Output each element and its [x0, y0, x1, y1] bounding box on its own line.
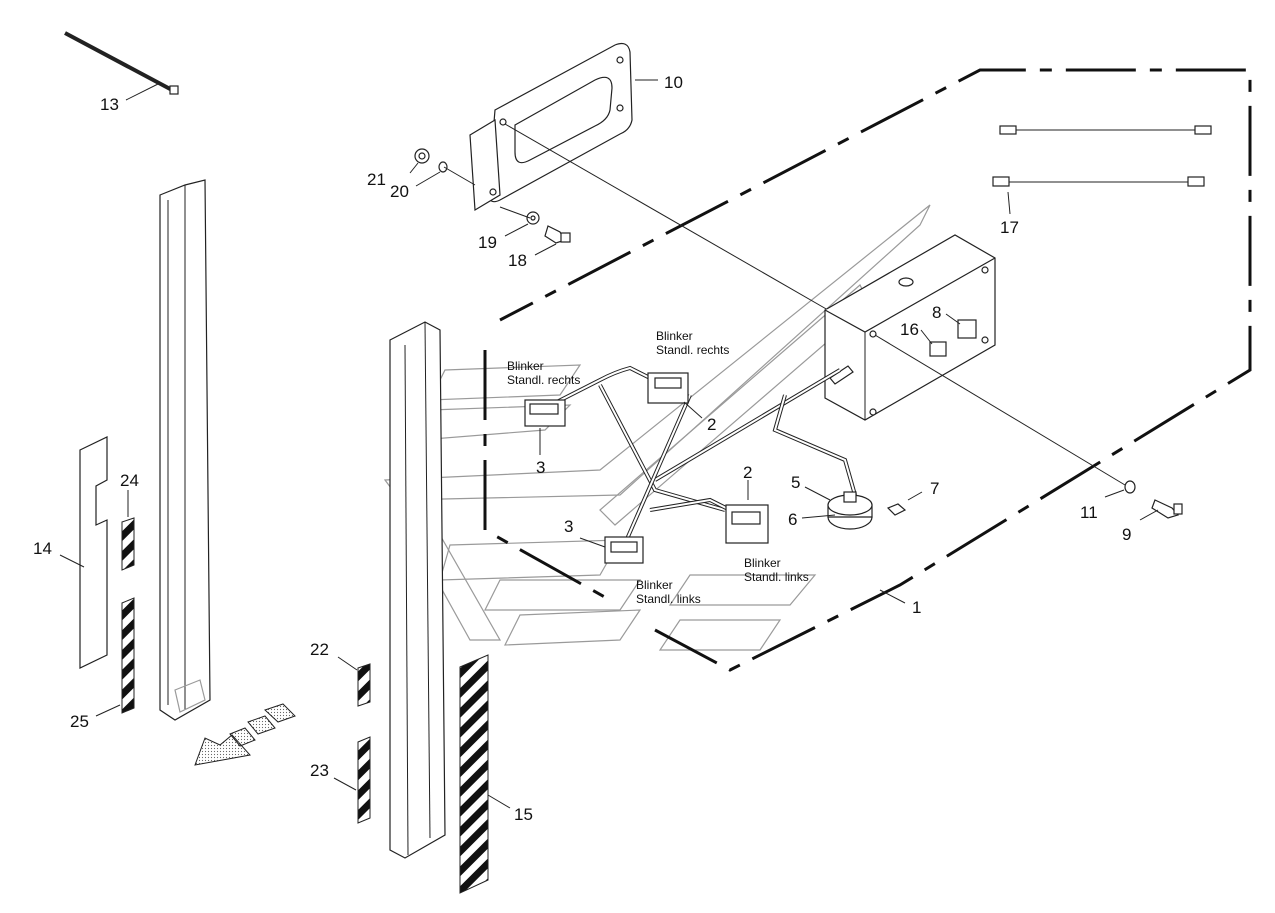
assembly-outline	[483, 68, 1252, 672]
sticker-15	[459, 654, 511, 894]
callout-2-bottom: 2	[743, 463, 752, 482]
callout-numbers: 1 2 2 3 3 5 6 7 8 9 10 11 13 14 15 16 17…	[33, 73, 1131, 824]
callout-9: 9	[1122, 525, 1131, 544]
callout-3-top: 3	[536, 458, 545, 477]
control-box	[824, 234, 1126, 486]
connectors	[524, 372, 769, 564]
label-links-a-2: Standl. links	[744, 570, 809, 584]
left-column-profile	[159, 179, 211, 721]
label-links-b-1: Blinker	[636, 578, 673, 592]
callout-16: 16	[900, 320, 919, 339]
label-links-a-1: Blinker	[744, 556, 781, 570]
connector-labels: Blinker Standl. rechts Blinker Standl. r…	[507, 329, 809, 606]
label-links-b-2: Standl. links	[636, 592, 701, 606]
callout-15: 15	[514, 805, 533, 824]
callout-7: 7	[930, 479, 939, 498]
screw-and-washer	[1104, 480, 1183, 521]
callout-6: 6	[788, 510, 797, 529]
mounting-bracket-10	[469, 42, 658, 212]
callout-24: 24	[120, 471, 139, 490]
sticker-14	[59, 436, 108, 669]
reflector-22	[337, 656, 371, 707]
label-top-right-2: Standl. rechts	[656, 343, 729, 357]
wiring-harness	[544, 365, 857, 556]
callout-17: 17	[1000, 218, 1019, 237]
buzzer-5	[801, 486, 923, 530]
label-left-right-1: Blinker	[507, 359, 544, 373]
callout-2-top: 2	[707, 415, 716, 434]
reflector-23	[333, 736, 371, 824]
cable-tie-13	[64, 31, 179, 101]
callout-8: 8	[932, 303, 941, 322]
callout-14: 14	[33, 539, 52, 558]
callout-1: 1	[912, 598, 921, 617]
callout-23: 23	[310, 761, 329, 780]
fasteners-18-21	[409, 148, 571, 256]
callout-18: 18	[508, 251, 527, 270]
callout-10: 10	[664, 73, 683, 92]
callout-5: 5	[791, 473, 800, 492]
callout-22: 22	[310, 640, 329, 659]
callout-13: 13	[100, 95, 119, 114]
right-column-profile	[389, 321, 446, 859]
callout-20: 20	[390, 182, 409, 201]
callout-3-bottom: 3	[564, 517, 573, 536]
callout-25: 25	[70, 712, 89, 731]
cables-17	[992, 125, 1212, 215]
reflector-25	[95, 597, 135, 717]
label-top-right-1: Blinker	[656, 329, 693, 343]
direction-arrow	[194, 703, 296, 766]
callout-11: 11	[1080, 503, 1098, 522]
label-left-right-2: Standl. rechts	[507, 373, 580, 387]
reflector-24	[121, 490, 135, 571]
callout-19: 19	[478, 233, 497, 252]
callout-21: 21	[367, 170, 386, 189]
